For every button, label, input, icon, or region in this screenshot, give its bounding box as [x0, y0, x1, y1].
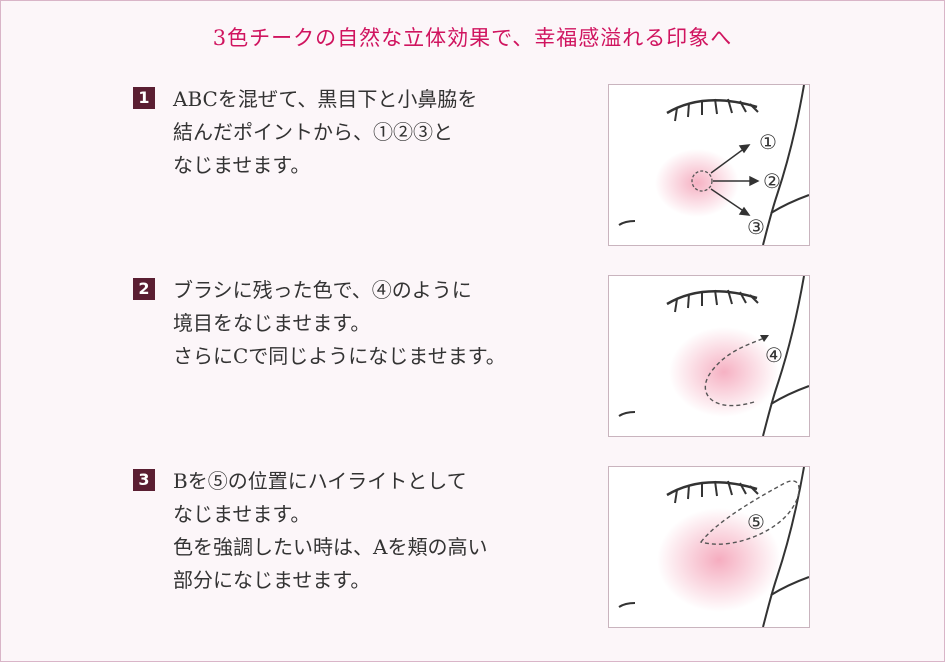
step-line: なじませます。 [173, 153, 311, 177]
step-line: 色を強調したい時は、Aを頬の高い [173, 535, 488, 559]
marker-3: ③ [747, 215, 765, 239]
blush-area [657, 508, 781, 612]
step-text: Bを⑤の位置にハイライトとして なじませます。 色を強調したい時は、Aを頬の高い… [173, 465, 487, 597]
step-text: ABCを混ぜて、黒目下と小鼻脇を 結んだポイントから、①②③と なじませます。 [173, 83, 477, 182]
blush-area [655, 149, 739, 217]
step-line: 境目をなじませます。 [173, 311, 371, 335]
step-number: 2 [133, 278, 155, 300]
nose-line [770, 385, 809, 405]
marker-4: ④ [765, 343, 783, 367]
step-line: Bを⑤の位置にハイライトとして [173, 469, 467, 493]
step-3-illustration: ⑤ [608, 466, 810, 628]
mouth-hint [618, 602, 636, 608]
step-line: 部分になじませます。 [173, 568, 371, 592]
step-text: ブラシに残った色で、④のように 境目をなじませます。 さらにCで同じようになじま… [173, 274, 506, 373]
start-point [691, 170, 713, 192]
headline: 3色チークの自然な立体効果で、幸福感溢れる印象へ [212, 26, 733, 50]
step-line: さらにCで同じようになじませます。 [173, 344, 506, 368]
step-number: 3 [133, 469, 155, 491]
step-2-illustration: ④ [608, 275, 810, 437]
blend-path [704, 337, 765, 407]
step-line: ブラシに残った色で、④のように [173, 278, 472, 302]
marker-2: ② [763, 169, 781, 193]
closed-eye [666, 99, 758, 115]
closed-eye [666, 290, 758, 306]
face-outline [762, 467, 805, 627]
mouth-hint [618, 411, 636, 417]
highlight-area [699, 480, 800, 545]
eyelashes [674, 289, 759, 313]
mouth-hint [618, 220, 636, 226]
eyelashes [674, 98, 759, 122]
step-number: 1 [133, 87, 155, 109]
blush-area [669, 327, 779, 417]
step-line: ABCを混ぜて、黒目下と小鼻脇を [173, 87, 478, 111]
step-1-illustration: ① ② ③ [608, 84, 810, 246]
marker-5: ⑤ [747, 510, 765, 534]
marker-1: ① [759, 130, 777, 154]
closed-eye [666, 481, 758, 497]
nose-line [770, 576, 809, 596]
face-outline [762, 85, 805, 245]
step-line: なじませます。 [173, 502, 311, 526]
step-line: 結んだポイントから、①②③と [173, 120, 453, 144]
nose-line [770, 194, 809, 214]
face-outline [762, 276, 805, 436]
eyelashes [674, 480, 759, 504]
